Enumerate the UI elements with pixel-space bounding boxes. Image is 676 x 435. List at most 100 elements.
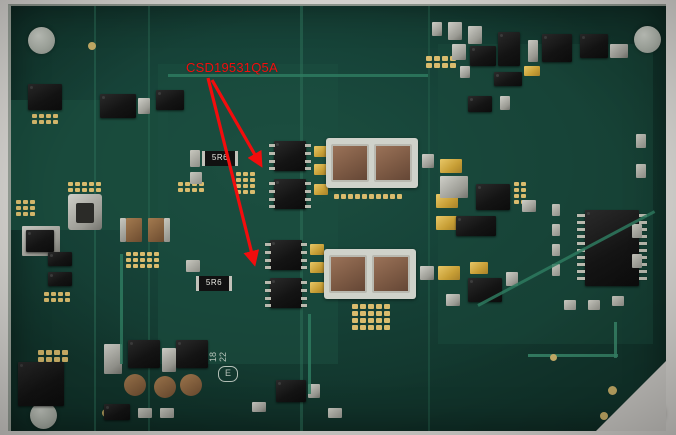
smd-near-5r6-upper-b — [190, 172, 202, 184]
mosfet-q3-pin-6 — [301, 251, 307, 254]
smd-right-of-power-lower — [420, 266, 434, 280]
smd-right-edge-j — [636, 134, 646, 148]
smd-top-right-a — [448, 22, 462, 40]
mosfet-q4-pin-3 — [265, 297, 271, 300]
mounting-hole-top-left — [28, 27, 55, 54]
trace-center-vertical — [308, 314, 311, 394]
main-ic-pin-left-3 — [577, 228, 585, 231]
gold-pad-mid-right-a — [440, 159, 462, 173]
smd-bottom-center-a — [308, 384, 320, 398]
mosfet-q1-pin-5 — [305, 144, 311, 147]
main-ic-pin-right-6 — [639, 249, 647, 252]
mosfet-q4-pin-4 — [265, 304, 271, 307]
via-bottom-right-c — [550, 354, 557, 361]
ic-bottom-mid-c — [104, 404, 130, 420]
via-top-left — [88, 42, 96, 50]
trace-left-vertical — [120, 254, 123, 364]
smd-near-5r6-lower — [186, 260, 200, 272]
cap-bottom-mid-a — [124, 374, 146, 396]
mosfet-q4 — [270, 278, 302, 308]
date-code-line-1: 18 — [208, 352, 218, 363]
inductor-bottom-mid-b — [162, 348, 176, 372]
smd-right-edge-b — [552, 224, 560, 236]
mosfet-q2-pin-5 — [305, 182, 311, 185]
ic-top-right-c — [542, 34, 572, 62]
cap-bottom-mid-b — [154, 376, 176, 398]
smd-mid-left-a — [120, 218, 126, 242]
power-module-lower — [324, 249, 416, 299]
mosfet-q3-pin-3 — [265, 259, 271, 262]
pad-array-under-power-lower — [352, 304, 390, 330]
board-seam-4 — [428, 4, 430, 431]
ic-bottom-mid-b — [176, 340, 208, 368]
main-ic-pin-right-5 — [639, 242, 647, 245]
mosfet-q2-pin-3 — [269, 198, 275, 201]
smd-mid-right-c — [446, 294, 460, 306]
smd-bottom-mid-b — [160, 408, 174, 418]
ic-top-right-a — [470, 46, 496, 66]
mosfet-q2-pin-8 — [305, 205, 311, 208]
smd-top-right-b — [468, 26, 482, 44]
gold-pad-upper-c — [314, 184, 328, 195]
smd-near-5r6-upper — [190, 150, 200, 167]
board-seam-3 — [300, 4, 303, 431]
pad-array-left-middle — [16, 200, 35, 216]
smd-mid-left-b — [164, 218, 170, 242]
mosfet-q3-pin-2 — [265, 251, 271, 254]
ic-upper-right-mid — [468, 96, 492, 112]
gold-pad-upper-a — [314, 146, 328, 157]
smd-bottom-center-b — [252, 402, 266, 412]
trace-top-horizontal — [168, 74, 428, 77]
main-ic-pin-left-4 — [577, 235, 585, 238]
power-block-upper-right — [374, 144, 412, 182]
mosfet-group-upper — [266, 137, 314, 215]
smd-right-edge-i — [632, 224, 642, 238]
mosfet-q4-pin-7 — [301, 297, 307, 300]
smd-right-edge-k — [636, 164, 646, 178]
inductor-mid-right — [440, 176, 468, 198]
resistor-mid-left-a — [126, 218, 142, 242]
smd-bottom-mid-a — [138, 408, 152, 418]
mosfet-q4-pin-8 — [301, 304, 307, 307]
mosfet-q1-pin-7 — [305, 160, 311, 163]
gold-pad-lower-a — [310, 244, 324, 255]
mosfet-q1 — [274, 141, 306, 171]
smd-top-right-e — [610, 44, 628, 58]
smd-upper-right-mid — [500, 96, 510, 110]
mosfet-q3 — [270, 240, 302, 270]
main-ic-pin-left-8 — [577, 263, 585, 266]
mosfet-q2-pin-6 — [305, 190, 311, 193]
gold-pad-mid-right-c — [436, 216, 458, 230]
ic-top-right-b — [498, 32, 520, 66]
smd-right-of-power-upper — [422, 154, 434, 168]
main-ic-pin-left-2 — [577, 221, 585, 224]
smd-mid-right-a — [522, 200, 536, 212]
resistor-mid-left-b — [148, 218, 164, 242]
ic-mid-right-a — [476, 184, 510, 210]
pad-array-left-top — [32, 114, 58, 124]
mosfet-q1-pin-4 — [269, 167, 275, 170]
smd-top-mid-a — [138, 98, 150, 114]
board-seam-2 — [148, 4, 150, 431]
smd-right-edge-d — [552, 264, 560, 276]
date-code-line-2: 22 — [218, 352, 228, 363]
main-ic-pin-left-1 — [577, 214, 585, 217]
mosfet-q4-pin-5 — [301, 281, 307, 284]
resistor-5r6-lower: 5R6 — [196, 276, 232, 291]
ic-bottom-mid-a — [128, 340, 160, 368]
gold-pad-mid-right-d — [438, 266, 460, 280]
resistor-5r6-upper: 5R6 — [202, 151, 238, 166]
mosfet-q3-pin-8 — [301, 266, 307, 269]
board-chamfer-corner — [596, 361, 666, 431]
ic-top-right-e — [494, 72, 522, 86]
mosfet-q3-pin-4 — [265, 266, 271, 269]
mounting-hole-bottom-left — [30, 402, 57, 429]
power-module-upper — [326, 138, 418, 188]
gold-pad-lower-c — [310, 282, 324, 293]
power-block-lower-left — [329, 255, 367, 293]
ic-top-mid-a — [100, 94, 136, 118]
mosfet-q4-pin-6 — [301, 289, 307, 292]
mosfet-q1-pin-2 — [269, 152, 275, 155]
